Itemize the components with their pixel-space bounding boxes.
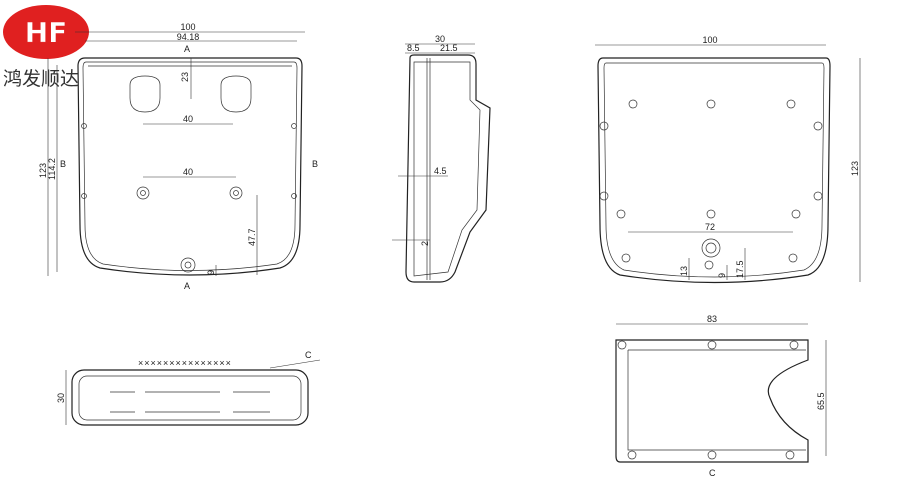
dimension-label: 94.18 [177, 32, 200, 42]
dimension-label: B [312, 159, 318, 169]
dimension-label: 17.5 [735, 260, 745, 278]
drawing-line [77, 57, 303, 276]
dimension-label: 100 [702, 35, 717, 45]
dimension-label: 47.7 [247, 228, 257, 246]
drawing-line [597, 57, 831, 284]
drawing-line [82, 61, 298, 271]
drawing-line [140, 190, 146, 196]
drawing-line [705, 242, 717, 254]
drawing-line [599, 191, 609, 201]
dimension-label: 65.5 [816, 392, 826, 410]
dimension-label: 72 [705, 222, 715, 232]
drawing-line [129, 75, 161, 113]
dimension-label: 83 [707, 314, 717, 324]
dimension-label: A [184, 44, 190, 54]
dimension-label: 13 [679, 266, 689, 276]
drawing-line [81, 123, 87, 129]
dimension-label: 40 [183, 167, 193, 177]
drawing-line [615, 339, 809, 463]
dimension-label: 100 [180, 22, 195, 32]
dimension-label: 123 [38, 163, 48, 178]
drawing-line [706, 209, 716, 219]
drawing-line [628, 99, 638, 109]
dimension-label: B [60, 159, 66, 169]
hatch-marks: ××××××××××××××× [138, 358, 232, 368]
drawing-line [789, 340, 799, 350]
drawing-line [616, 209, 626, 219]
dimension-label: 123 [850, 161, 860, 176]
dimension-label: 9 [206, 270, 216, 275]
drawing-line [3, 5, 89, 59]
dimension-label: 114.2 [47, 158, 57, 180]
drawing-line [269, 359, 321, 369]
drawing-line [229, 186, 243, 200]
dimension-label: A [184, 281, 190, 291]
dimension-label: 21.5 [440, 43, 458, 53]
drawing-line [291, 193, 297, 199]
drawing-line [233, 190, 239, 196]
dimension-label: HF [25, 16, 68, 49]
dimension-label: 30 [56, 393, 66, 403]
drawing-line [791, 209, 801, 219]
drawing-line [704, 260, 714, 270]
drawing-line [136, 186, 150, 200]
drawing-line [220, 75, 252, 113]
dimension-label: 2 [420, 241, 430, 246]
cover-plate: 83 65.5 C [615, 314, 827, 478]
drawing-line [291, 123, 297, 129]
drawing-line [707, 340, 717, 350]
drawing-line [813, 121, 823, 131]
drawing-line [813, 191, 823, 201]
drawing-line [405, 54, 491, 283]
drawing-line [71, 369, 309, 426]
drawing-line [627, 349, 806, 451]
drawing-line [701, 238, 721, 258]
dimension-label: 30 [435, 34, 445, 44]
drawing-line [707, 450, 717, 460]
back-view: 100 123 72 13 9 17.5 [595, 35, 861, 284]
dimension-label: 40 [183, 114, 193, 124]
dimension-label: 8.5 [407, 43, 420, 53]
section-view: ××××××××××××××× C 30 [56, 350, 321, 426]
drawing-line [617, 340, 627, 350]
brand-logo: HF [3, 5, 89, 59]
brand-name: 鸿发顺达 [3, 68, 80, 90]
drawing-line [413, 61, 481, 277]
drawing-line [603, 62, 825, 278]
dimension-label: C [709, 468, 716, 478]
dimension-label: 9 [717, 273, 727, 278]
drawing-line [621, 253, 631, 263]
drawing-line [81, 193, 87, 199]
drawing-line [788, 253, 798, 263]
front-view: 100 94.18 23 40 40 123 114.2 47.7 9 A A … [38, 22, 318, 291]
dimension-label: C [305, 350, 312, 360]
dimension-label: 4.5 [434, 166, 447, 176]
drawing-line [786, 99, 796, 109]
dimension-label: 23 [180, 72, 190, 82]
side-view: 30 8.5 21.5 4.5 2 [392, 34, 491, 283]
drawing-line [627, 450, 637, 460]
drawing-line [184, 261, 192, 269]
drawing-line [78, 375, 302, 421]
drawing-line [706, 99, 716, 109]
drawing-line [180, 257, 196, 273]
drawing-line [599, 121, 609, 131]
drawing-line [785, 450, 795, 460]
